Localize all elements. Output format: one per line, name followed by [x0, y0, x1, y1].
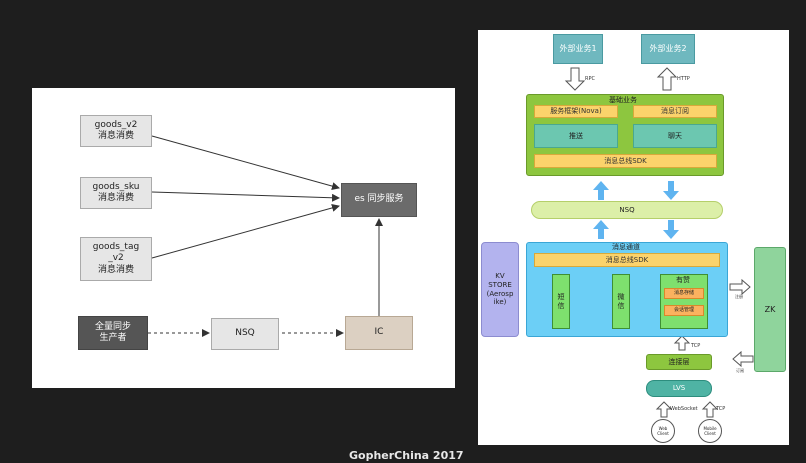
- nsq-bar: NSQ: [531, 201, 723, 219]
- kv-store: KV STORE (Aerosp ike): [481, 242, 519, 337]
- message-bus-sdk-mid: 消息总线SDK: [534, 253, 720, 267]
- http-arrow-icon: [656, 67, 678, 91]
- subscribe-arrow-icon: [732, 350, 754, 368]
- message-bus-sdk-top: 消息总线SDK: [534, 154, 717, 168]
- youzan-group: [660, 274, 708, 329]
- msg-subscribe: 消息订阅: [633, 105, 717, 118]
- external-service-1: 外部业务1: [553, 34, 603, 64]
- websocket-arrow-icon: [655, 401, 673, 418]
- tcp-arrow-icon: [673, 335, 691, 351]
- goods-tag-to-es-arrow: [151, 204, 340, 259]
- nova-framework: 服务框架(Nova): [534, 105, 618, 118]
- left-connectors: [148, 135, 383, 337]
- connection-layer: 连接层: [646, 354, 712, 370]
- goods-sku-to-es-arrow: [151, 191, 340, 202]
- right-diagram-panel: 外部业务1 外部业务2 RPC HTTP 基础业务 服务框架(Nova) 消息订…: [478, 30, 789, 445]
- footer-brand: GopherChina 2017: [349, 449, 464, 462]
- es-sync-service: es 同步服务: [341, 183, 417, 217]
- mobile-client: Mobile Client: [698, 419, 722, 443]
- subscribe-label: 订阅: [736, 368, 744, 373]
- ic-box: IC: [345, 316, 413, 350]
- register-arrow-icon: [729, 278, 751, 296]
- rpc-arrow-icon: [564, 67, 586, 91]
- goods-v2-consumer: goods_v2 消息消费: [80, 115, 152, 147]
- push-box: 推送: [534, 124, 618, 148]
- base-service-title: 基础业务: [609, 96, 637, 104]
- message-channel-title: 消息通道: [612, 243, 640, 251]
- nsq-box: NSQ: [211, 318, 279, 350]
- up-arrow-icon: [593, 220, 609, 239]
- youzan-title: 有赞: [676, 276, 690, 284]
- http-label: HTTP: [677, 76, 690, 82]
- goods-v2-to-es-arrow: [151, 135, 340, 190]
- goods-tag-v2-consumer: goods_tag _v2 消息消费: [80, 237, 152, 281]
- down-arrow-icon: [663, 220, 679, 239]
- left-diagram-panel: goods_v2 消息消费 goods_sku 消息消费 goods_tag _…: [32, 88, 455, 388]
- right-connectors: [564, 67, 754, 418]
- chat-box: 聊天: [633, 124, 717, 148]
- full-sync-producer: 全量同步 生产者: [78, 316, 148, 350]
- websocket-label: WebSocket: [670, 406, 698, 412]
- tcp-label-2: TCP: [716, 406, 726, 412]
- session-management: 会话管理: [664, 305, 704, 316]
- web-client: Web Client: [651, 419, 675, 443]
- zk-box: ZK: [754, 247, 786, 372]
- lvs-box: LVS: [646, 380, 712, 397]
- up-arrow-icon: [593, 181, 609, 200]
- register-label: 注册: [735, 294, 743, 299]
- external-service-2: 外部业务2: [641, 34, 695, 64]
- wechat-box: 微 信: [612, 274, 630, 329]
- tcp-arrow-icon: [701, 401, 719, 418]
- message-storage: 消息存储: [664, 288, 704, 299]
- sms-box: 短 信: [552, 274, 570, 329]
- goods-sku-consumer: goods_sku 消息消费: [80, 177, 152, 209]
- tcp-label: TCP: [691, 343, 701, 349]
- rpc-label: RPC: [585, 76, 595, 82]
- down-arrow-icon: [663, 181, 679, 200]
